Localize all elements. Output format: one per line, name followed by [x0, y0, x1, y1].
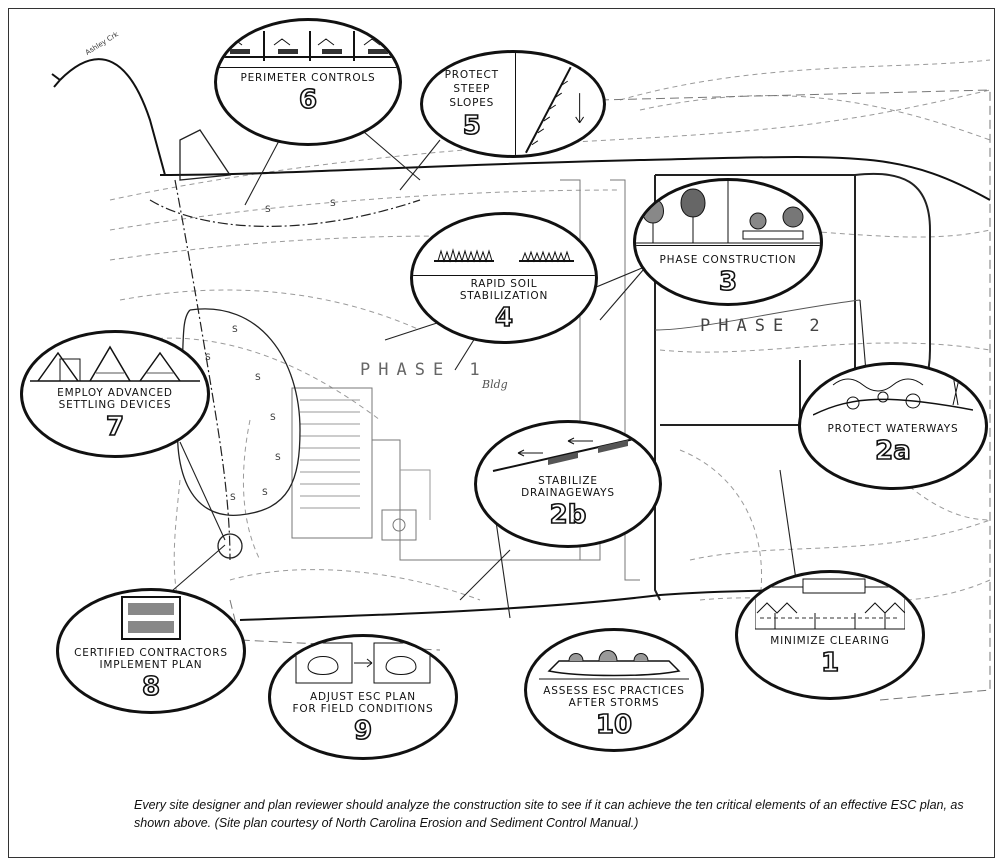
- element-5-text-panel: PROTECT STEEP SLOPES 5: [423, 53, 516, 155]
- storm-assessment-sketch-icon: [539, 650, 689, 680]
- drainageway-sketch-icon: [492, 436, 644, 472]
- element-2a-bubble: PROTECT WATERWAYS 2a: [798, 362, 988, 490]
- phase-2-label: PHASE 2: [700, 316, 828, 336]
- svg-text:S: S: [270, 413, 276, 423]
- element-2a-label: PROTECT WATERWAYS: [827, 423, 959, 435]
- element-9-number: 9: [353, 716, 373, 746]
- element-4-bubble: RAPID SOIL STABILIZATION 4: [410, 212, 598, 344]
- element-3-bubble: PHASE CONSTRUCTION 3: [633, 178, 823, 306]
- element-7-bubble: EMPLOY ADVANCED SETTLING DEVICES 7: [20, 330, 210, 458]
- element-8-number: 8: [141, 672, 161, 702]
- element-7-number: 7: [105, 412, 125, 442]
- plan-adjust-sketch-icon: [295, 642, 431, 684]
- element-6-divider: [217, 67, 399, 68]
- clearing-sketch-icon: [755, 578, 905, 630]
- svg-text:S: S: [232, 325, 238, 335]
- element-4-divider: [413, 275, 595, 276]
- element-2b-bubble: STABILIZE DRAINAGEWAYS 2b: [474, 420, 662, 548]
- svg-text:S: S: [205, 353, 211, 363]
- element-1-bubble: MINIMIZE CLEARING 1: [735, 570, 925, 700]
- element-9-bubble: ADJUST ESC PLAN FOR FIELD CONDITIONS 9: [268, 634, 458, 760]
- element-6-number: 6: [298, 85, 318, 115]
- element-10-number: 10: [595, 710, 633, 740]
- settling-device-sketch-icon: [30, 345, 200, 382]
- element-4-number: 4: [494, 303, 514, 333]
- svg-text:S: S: [255, 373, 261, 383]
- slope-sketch-icon: [524, 66, 584, 154]
- element-5-number: 5: [462, 111, 482, 141]
- element-5-label: PROTECT STEEP SLOPES: [444, 69, 499, 109]
- element-8-bubble: CERTIFIED CONTRACTORS IMPLEMENT PLAN 8: [56, 588, 246, 714]
- element-6-bubble: PERIMETER CONTROLS 6: [214, 18, 402, 146]
- element-3-label: PHASE CONSTRUCTION: [659, 254, 797, 266]
- element-3-number: 3: [718, 267, 738, 297]
- phase-1-label: PHASE 1: [360, 360, 488, 380]
- building-label: Bldg: [482, 378, 508, 391]
- element-1-label: MINIMIZE CLEARING: [770, 635, 890, 647]
- waterway-sketch-icon: [813, 374, 973, 416]
- element-4-label: RAPID SOIL STABILIZATION: [459, 278, 549, 302]
- element-8-label: CERTIFIED CONTRACTORS IMPLEMENT PLAN: [74, 647, 228, 671]
- element-2b-label: STABILIZE DRAINAGEWAYS: [521, 475, 615, 499]
- svg-text:S: S: [330, 199, 336, 209]
- element-3-divider: [636, 245, 820, 246]
- stabilization-sketch-icon: [434, 248, 574, 263]
- element-10-bubble: ASSESS ESC PRACTICES AFTER STORMS 10: [524, 628, 704, 752]
- phasing-sketch-icon: [636, 181, 820, 244]
- svg-text:S: S: [262, 488, 268, 498]
- certificate-sketch-icon: [121, 596, 181, 640]
- element-6-label: PERIMETER CONTROLS: [240, 72, 376, 84]
- element-10-label: ASSESS ESC PRACTICES AFTER STORMS: [543, 685, 685, 709]
- svg-text:S: S: [265, 205, 271, 215]
- svg-text:S: S: [275, 453, 281, 463]
- svg-text:S: S: [230, 493, 236, 503]
- element-7-label: EMPLOY ADVANCED SETTLING DEVICES: [57, 387, 173, 411]
- figure-caption: Every site designer and plan reviewer sh…: [134, 798, 964, 830]
- element-2b-number: 2b: [549, 500, 587, 530]
- element-5-bubble: PROTECT STEEP SLOPES 5: [420, 50, 606, 158]
- element-2a-number: 2a: [874, 436, 911, 466]
- element-1-number: 1: [820, 648, 840, 678]
- element-9-label: ADJUST ESC PLAN FOR FIELD CONDITIONS: [292, 691, 434, 715]
